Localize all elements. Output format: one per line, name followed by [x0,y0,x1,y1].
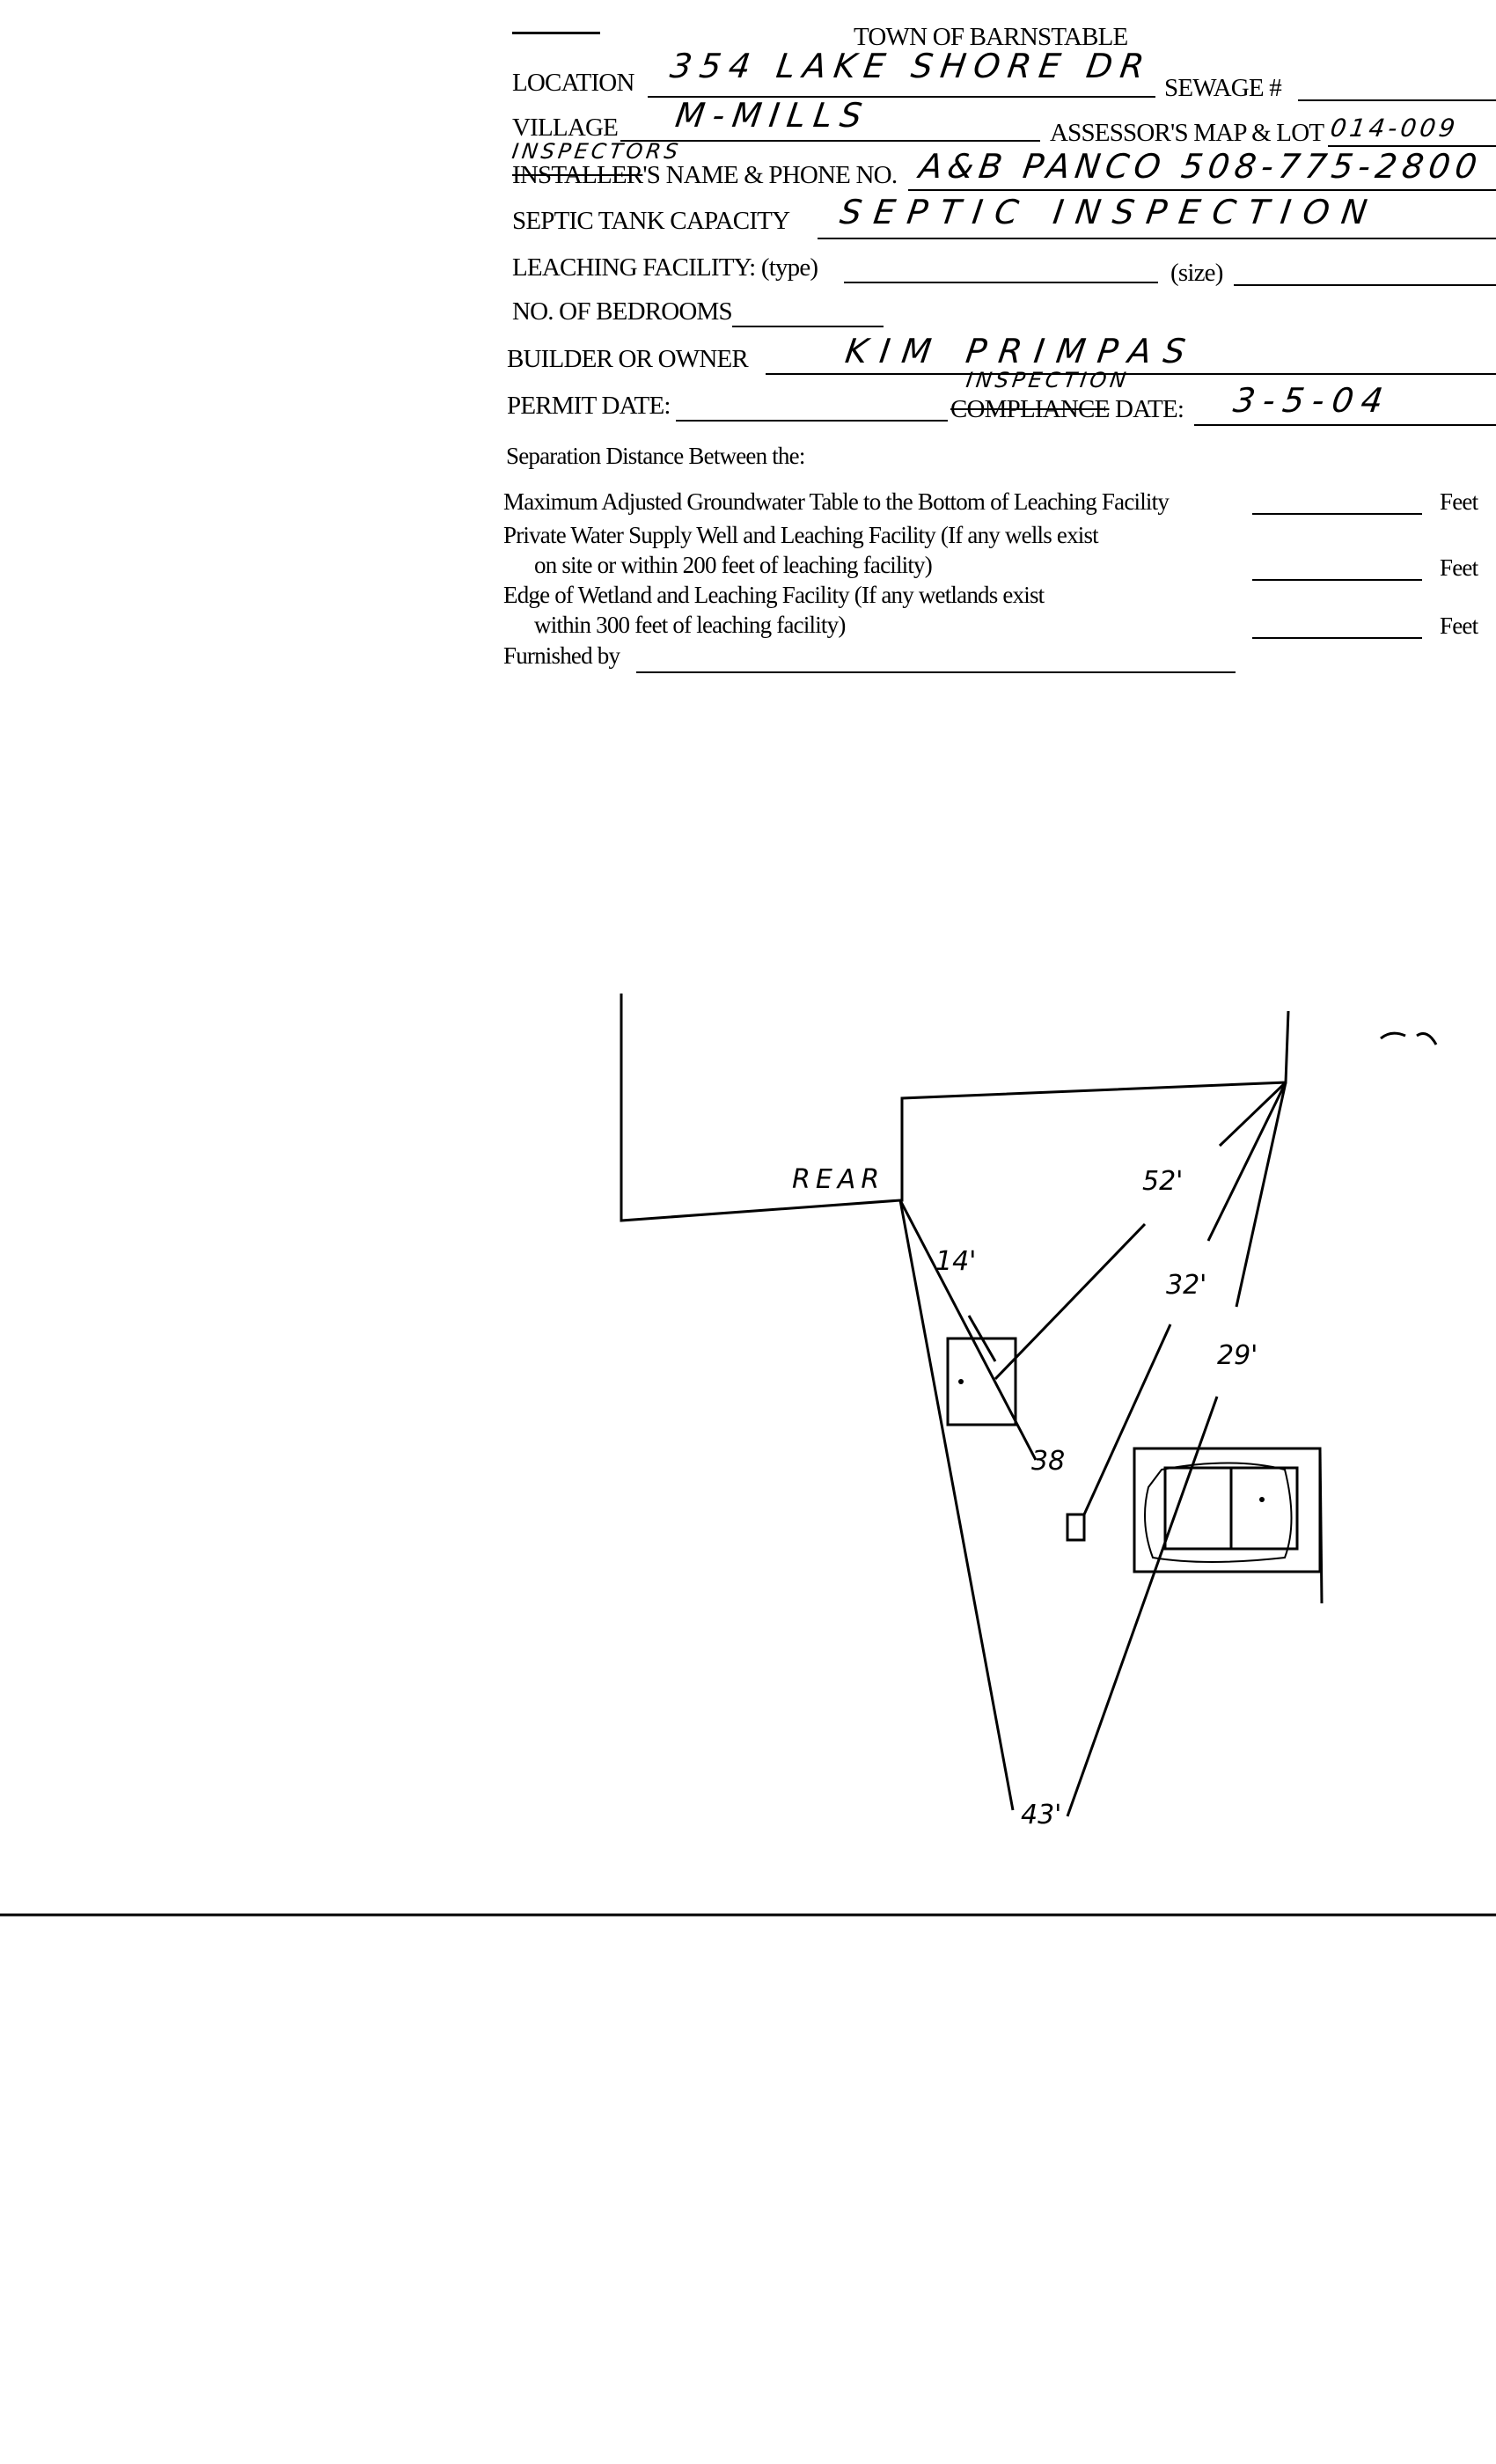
furnished-label: Furnished by [503,642,620,669]
installer-label-rest: 'S NAME & PHONE NO. [642,161,898,189]
distance-52-label: 52' [1142,1166,1183,1197]
tank-marker [958,1379,964,1384]
feet-unit-3: Feet [1440,612,1478,639]
wetland-field[interactable] [1252,637,1422,639]
bedrooms-field[interactable] [732,326,884,327]
location-label: LOCATION [512,69,634,97]
measure-line-52-lower [994,1222,1147,1381]
distance-43-label: 43' [1021,1800,1061,1830]
bedrooms-label: NO. OF BEDROOMS [512,297,733,326]
septic-label: SEPTIC TANK CAPACITY [512,207,790,235]
leaching-size-field[interactable] [1234,284,1496,286]
permit-field[interactable] [676,420,948,422]
measure-line-29-lower [1066,1396,1219,1817]
groundwater-field[interactable] [1252,513,1422,515]
corner-mark [512,32,600,34]
permit-label: PERMIT DATE: [507,392,671,420]
septic-tank [946,1337,1017,1426]
measure-line-29 [1235,1082,1287,1308]
stone-outline [1144,1462,1293,1563]
installer-struck: INSTALLER [512,161,643,189]
assessor-field[interactable] [1328,145,1496,147]
sewage-label: SEWAGE # [1164,74,1282,102]
measure-line-32-lower [1082,1324,1172,1515]
well-field[interactable] [1252,579,1422,581]
village-field[interactable] [620,140,1040,142]
measure-line-52 [1218,1081,1287,1148]
compliance-label: COMPLIANCE DATE: [950,397,1184,422]
owner-field[interactable] [766,373,1496,375]
leaching-type-field[interactable] [844,282,1158,283]
installer-field[interactable] [908,189,1496,191]
compliance-date-field[interactable] [1194,424,1496,426]
compliance-struck: COMPLIANCE [950,395,1110,423]
owner-label: BUILDER OR OWNER [507,345,749,373]
distribution-box [1066,1513,1086,1542]
separation-row2b: on site or within 200 feet of leaching f… [534,552,933,578]
separation-row2a: Private Water Supply Well and Leaching F… [503,522,1099,548]
chamber-marker [1259,1497,1265,1502]
furnished-field[interactable] [636,671,1236,673]
separation-heading: Separation Distance Between the: [506,443,805,469]
leaching-field-right-edge [1318,1448,1324,1604]
size-label: (size) [1170,259,1223,287]
installer-label: INSTALLER'S NAME & PHONE NO. [512,161,898,189]
feet-unit-1: Feet [1440,488,1478,515]
leaching-label: LEACHING FACILITY: (type) [512,253,818,282]
squiggle-mark [1380,1031,1438,1045]
feet-unit-2: Feet [1440,554,1478,581]
measure-line-43 [898,1199,1015,1811]
rear-label: REAR [792,1164,884,1195]
date-label: DATE: [1114,395,1184,423]
village-label: VILLAGE [512,114,619,142]
assessor-label: ASSESSOR'S MAP & LOT [1050,119,1324,147]
separation-row3a: Edge of Wetland and Leaching Facility (I… [503,582,1045,608]
sewage-field[interactable] [1298,99,1496,101]
separation-row1: Maximum Adjusted Groundwater Table to th… [503,488,1170,515]
house-outline [620,994,1290,1222]
location-field[interactable] [648,96,1155,98]
distance-14-label: 14' [935,1246,976,1277]
separation-row3b: within 300 feet of leaching facility) [534,612,846,638]
distance-32-label: 32' [1166,1270,1206,1301]
measure-line-38 [898,1199,1038,1461]
form-title: TOWN OF BARNSTABLE [854,23,1128,51]
distance-38-label: 38 [1031,1446,1065,1477]
septic-field[interactable] [818,238,1496,239]
distance-29-label: 29' [1217,1340,1258,1371]
measure-line-32 [1206,1082,1287,1242]
